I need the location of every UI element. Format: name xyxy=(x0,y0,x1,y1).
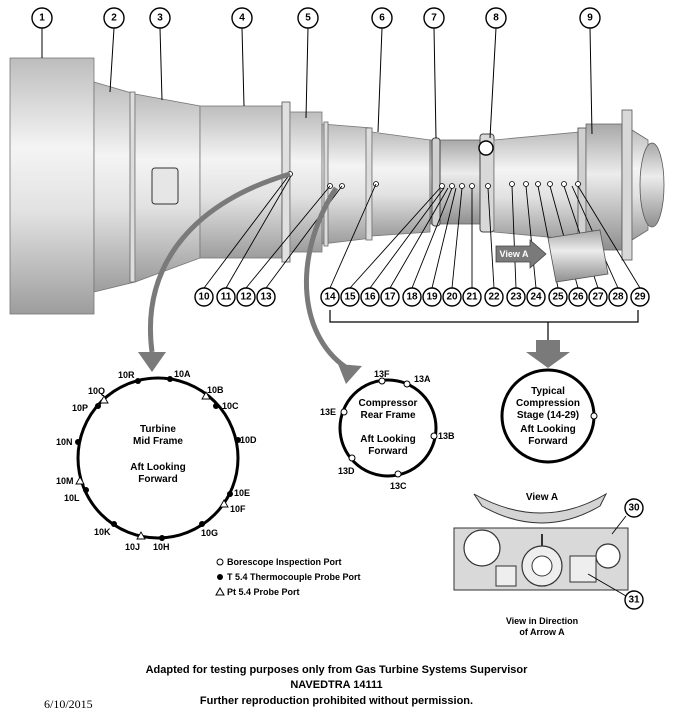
callout-26: 26 xyxy=(572,292,584,303)
port-10A: 10A xyxy=(174,369,191,379)
stage-line4: Aft Looking xyxy=(520,424,576,435)
turbine-sub2: Forward xyxy=(138,474,177,485)
callout-1: 1 xyxy=(39,13,45,24)
callout-15: 15 xyxy=(344,292,356,303)
callout-23: 23 xyxy=(510,292,522,303)
legend: Borescope Inspection Port T 5.4 Thermoco… xyxy=(215,557,361,597)
port-10N: 10N xyxy=(56,437,73,447)
view-a-arrow-label: View A xyxy=(499,249,529,259)
typical-stage: Typical Compression Stage (14-29) Aft Lo… xyxy=(500,368,598,464)
callout-17: 17 xyxy=(384,292,396,303)
callout-18: 18 xyxy=(406,292,418,303)
legend-borescope: Borescope Inspection Port xyxy=(227,557,342,567)
view-a-caption1: View in Direction xyxy=(506,616,578,626)
compressor-sub1: Aft Looking xyxy=(360,434,416,445)
turbine-mid-frame: Turbine Mid Frame Aft Looking Forward 10… xyxy=(56,369,257,552)
stage-line5: Forward xyxy=(528,436,567,447)
compressor-sub2: Forward xyxy=(368,446,407,457)
top-leader-lines xyxy=(41,27,593,139)
port-10K: 10K xyxy=(94,527,111,537)
callout-31: 31 xyxy=(628,595,640,606)
view-a-title: View A xyxy=(526,492,558,503)
callouts-side: 30 31 xyxy=(587,498,644,610)
callout-9: 9 xyxy=(587,13,593,24)
callout-21: 21 xyxy=(466,292,478,303)
view-a-drawing: View A View in Direction of Arrow A xyxy=(453,492,629,637)
port-13F: 13F xyxy=(374,369,390,379)
stage-line2: Compression xyxy=(516,398,580,409)
turbine-title: Turbine xyxy=(140,424,176,435)
port-13B: 13B xyxy=(438,431,455,441)
port-10H: 10H xyxy=(153,542,170,552)
port-10M: 10M xyxy=(56,476,74,486)
port-10J: 10J xyxy=(125,542,140,552)
callout-20: 20 xyxy=(446,292,458,303)
callout-24: 24 xyxy=(530,292,542,303)
compressor-title2: Rear Frame xyxy=(360,410,415,421)
callouts-top: 1 2 3 4 5 6 7 8 9 xyxy=(31,7,601,29)
view-a-arrow: View A xyxy=(495,229,609,283)
callout-12: 12 xyxy=(240,292,252,303)
stage-line3: Stage (14-29) xyxy=(517,410,579,421)
footer-line1: Adapted for testing purposes only from G… xyxy=(145,664,528,676)
callout-4: 4 xyxy=(239,13,245,24)
callout-27: 27 xyxy=(592,292,604,303)
callout-11: 11 xyxy=(221,292,232,303)
port-10R: 10R xyxy=(118,370,135,380)
port-10Q: 10Q xyxy=(88,386,105,396)
turbine-sub1: Aft Looking xyxy=(130,462,186,473)
port-13A: 13A xyxy=(414,374,431,384)
callout-30: 30 xyxy=(628,503,640,514)
callout-28: 28 xyxy=(612,292,624,303)
port-10G: 10G xyxy=(201,528,218,538)
turbine-arrow-head-icon xyxy=(138,352,166,372)
compressor-title: Compressor xyxy=(359,398,418,409)
bracket-arrow-icon xyxy=(526,340,570,368)
callout-5: 5 xyxy=(305,13,311,24)
legend-probe: Pt 5.4 Probe Port xyxy=(227,587,300,597)
callout-6: 6 xyxy=(379,13,385,24)
footer-line2: NAVEDTRA 14111 xyxy=(290,679,383,691)
port-10F: 10F xyxy=(230,504,246,514)
callout-29: 29 xyxy=(634,292,646,303)
compressor-arrow-head-icon xyxy=(338,364,362,384)
bottom-leader-lines xyxy=(203,173,641,289)
callout-2: 2 xyxy=(111,13,117,24)
port-10L: 10L xyxy=(64,493,80,503)
callout-25: 25 xyxy=(552,292,564,303)
callout-16: 16 xyxy=(364,292,376,303)
legend-thermocouple: T 5.4 Thermocouple Probe Port xyxy=(227,572,361,582)
callouts-bottom: 10 11 12 13 14 15 16 17 18 19 20 21 22 2… xyxy=(194,287,650,307)
footer-line3: Further reproduction prohibited without … xyxy=(199,695,474,707)
callout-7: 7 xyxy=(431,13,437,24)
port-13D: 13D xyxy=(338,466,355,476)
bracket xyxy=(329,310,639,340)
callout-8: 8 xyxy=(493,13,499,24)
port-10P: 10P xyxy=(72,403,88,413)
compressor-leader-arrow xyxy=(304,186,352,373)
callout-14: 14 xyxy=(324,292,336,303)
port-13C: 13C xyxy=(390,481,407,491)
callout-3: 3 xyxy=(157,13,163,24)
turbine-leader-arrow xyxy=(148,171,291,353)
callout-19: 19 xyxy=(426,292,438,303)
view-a-caption2: of Arrow A xyxy=(519,627,565,637)
port-10B: 10B xyxy=(207,385,224,395)
callout-10: 10 xyxy=(198,292,210,303)
port-10D: 10D xyxy=(240,435,257,445)
stage-line1: Typical xyxy=(531,386,565,397)
port-13E: 13E xyxy=(320,407,336,417)
callout-22: 22 xyxy=(488,292,500,303)
callout-13: 13 xyxy=(260,292,272,303)
port-10C: 10C xyxy=(222,401,239,411)
date-stamp: 6/10/2015 xyxy=(44,697,93,711)
turbine-title2: Mid Frame xyxy=(133,436,183,447)
port-10E: 10E xyxy=(234,488,250,498)
compressor-rear-frame: Compressor Rear Frame Aft Looking Forwar… xyxy=(320,369,455,491)
